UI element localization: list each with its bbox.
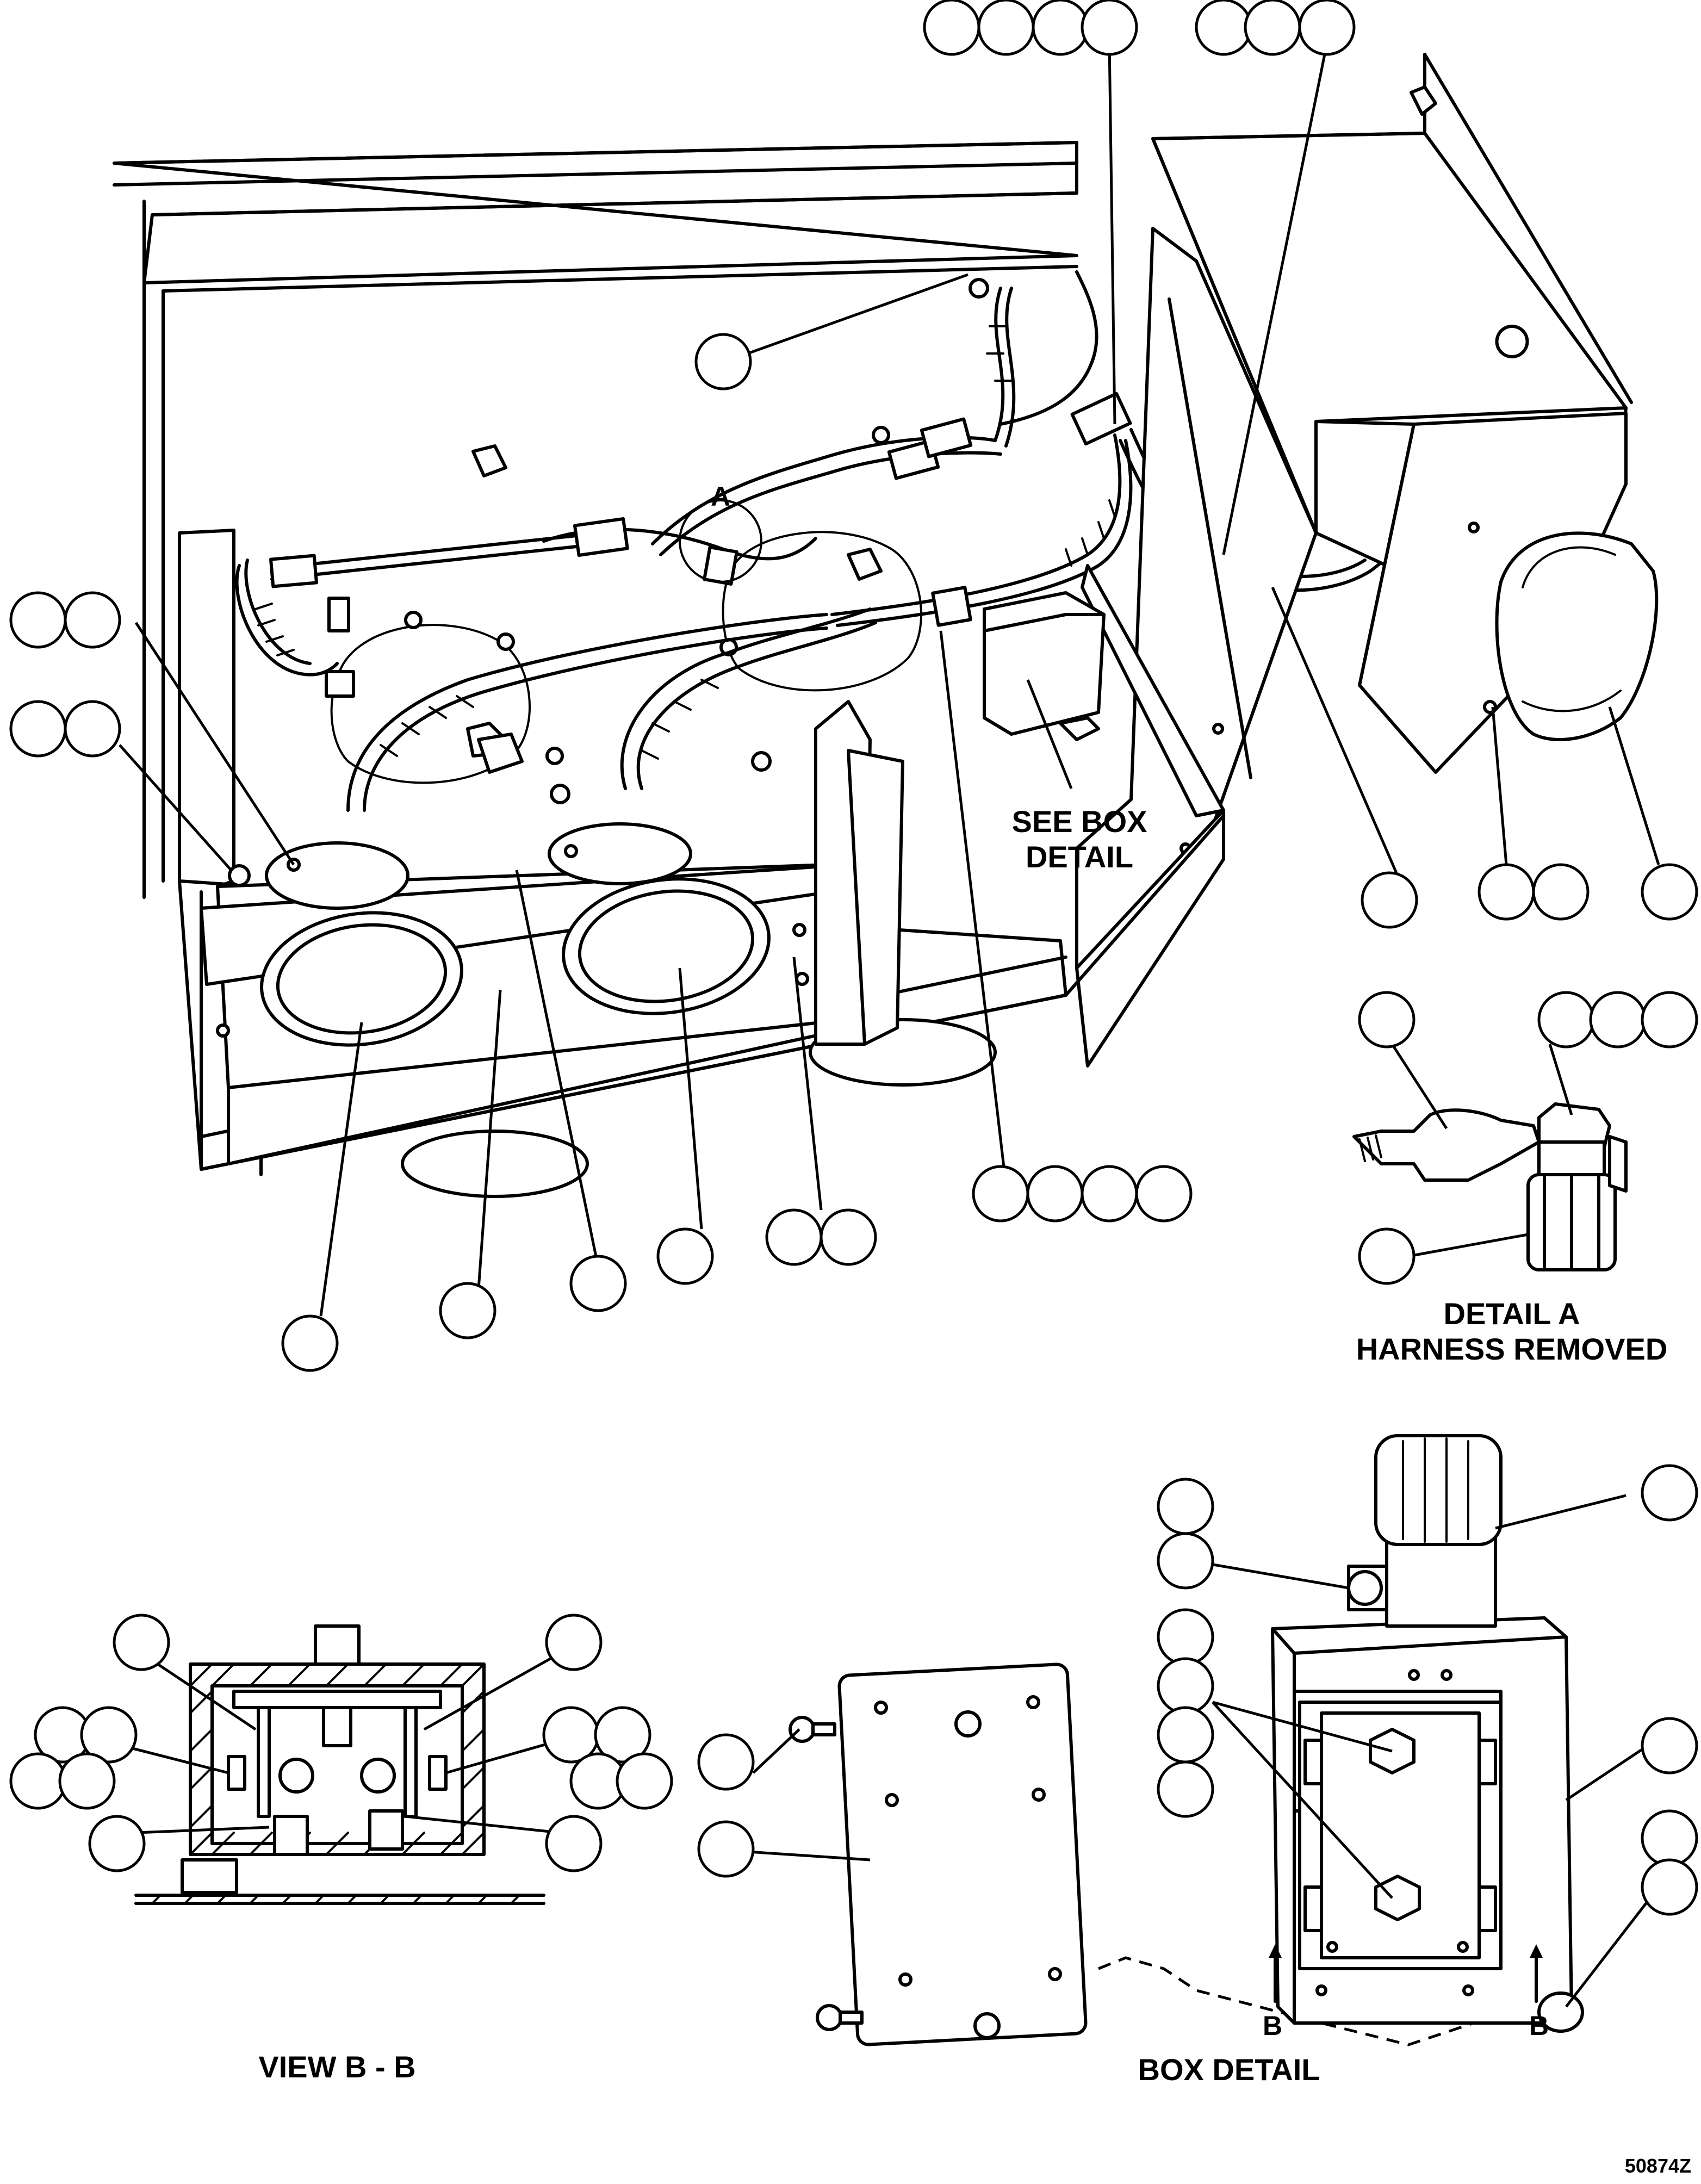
box-detail-title: BOX DETAIL [1138,2052,1320,2087]
section-marker-left: B [1263,2011,1282,2041]
top-rail [113,141,1078,899]
detail-a-indicator [679,499,762,583]
detail-a [1352,1102,1628,1271]
see-box-detail-line2: DETAIL [1026,840,1133,874]
callout-balloons [9,0,1698,1916]
main-assembly: A [113,53,1659,1198]
lamp-housings [327,444,922,804]
junction-box [983,591,1106,741]
beacon-lamp [1314,406,1659,774]
detail-a-title: DETAIL A [1444,1296,1580,1331]
detail-marker: A [711,481,730,512]
text-labels: SEE BOX DETAIL DETAIL A HARNESS REMOVED … [258,804,1691,2177]
detail-a-subtitle: HARNESS REMOVED [1356,1332,1668,1366]
section-marker-right: B [1529,2011,1549,2041]
box-detail: B B [789,1434,1584,2046]
view-b-b-title: VIEW B - B [258,2050,415,2084]
view-b-b [134,1624,545,1905]
leader-lines [100,43,1660,2008]
drawing-number: 50874Z [1625,2155,1691,2177]
see-box-detail-line1: SEE BOX [1012,804,1147,839]
lower-panel [1075,809,1225,1068]
lens-plate [200,822,850,1089]
